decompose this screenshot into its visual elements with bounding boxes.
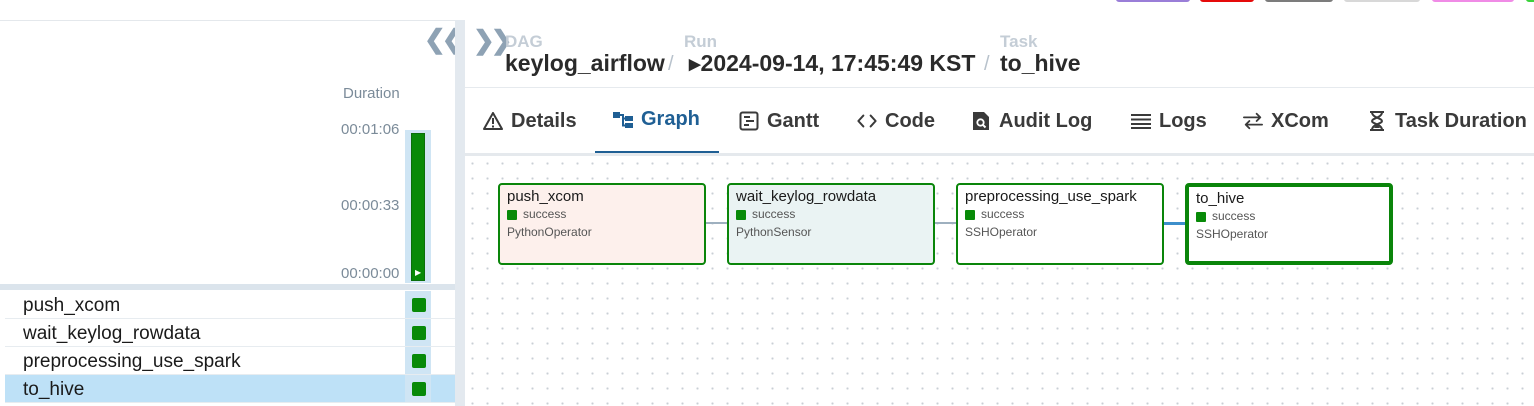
color-chip[interactable]	[1265, 0, 1333, 2]
tab-audit-log[interactable]: Audit Log	[971, 88, 1092, 154]
graph-edge	[706, 222, 728, 224]
task-instance-cell[interactable]	[412, 326, 426, 340]
hourglass-icon	[1367, 111, 1387, 131]
task-instance-cell[interactable]	[412, 382, 426, 396]
tab-label: Details	[511, 109, 577, 132]
panel-resize-handle[interactable]	[455, 20, 465, 406]
color-chip[interactable]	[1200, 0, 1254, 2]
graph-node[interactable]: push_xcom success PythonOperator	[498, 183, 706, 265]
graph-edge	[935, 222, 957, 224]
details-panel: ❯❯ DAG keylog_airflow / Run ▶2024-09-14,…	[465, 20, 1534, 406]
node-operator: PythonSensor	[736, 225, 812, 239]
tab-label: Audit Log	[999, 109, 1093, 132]
task-instance-cell[interactable]	[412, 298, 426, 312]
task-name: wait_keylog_rowdata	[23, 323, 201, 344]
node-title: wait_keylog_rowdata	[736, 188, 877, 205]
duration-tick: 00:00:00	[341, 265, 400, 282]
breadcrumb-task[interactable]: to_hive	[1000, 50, 1081, 76]
node-state: success	[523, 207, 567, 221]
task-row[interactable]: preprocessing_use_spark	[5, 347, 455, 375]
xcom-icon	[1243, 111, 1263, 131]
header-divider	[465, 87, 1534, 88]
node-state: success	[981, 207, 1025, 221]
tab-label: XCom	[1271, 109, 1329, 132]
graph-node[interactable]: preprocessing_use_spark success SSHOpera…	[956, 183, 1164, 265]
graph-edge-highlighted	[1164, 222, 1186, 225]
duration-bar[interactable]	[411, 133, 425, 281]
breadcrumb-separator: /	[984, 53, 990, 75]
play-icon: ▶	[689, 56, 701, 73]
tab-task-duration[interactable]: Task Duration	[1367, 88, 1527, 154]
gantt-icon	[739, 111, 759, 131]
duration-tick: 00:00:33	[341, 197, 400, 214]
tab-label: Task Duration	[1395, 109, 1527, 132]
color-chip[interactable]	[1526, 0, 1534, 2]
top-strip	[0, 0, 1534, 20]
task-name: to_hive	[23, 379, 85, 400]
task-instance-cell[interactable]	[412, 354, 426, 368]
graph-node-selected[interactable]: to_hive success SSHOperator	[1185, 183, 1393, 265]
tab-details[interactable]: Details	[483, 88, 577, 154]
code-icon	[857, 111, 877, 131]
tab-label: Logs	[1159, 109, 1207, 132]
node-state: success	[752, 207, 796, 221]
state-indicator	[507, 210, 517, 220]
node-title: to_hive	[1196, 190, 1245, 207]
breadcrumb-run-label: Run	[684, 32, 718, 51]
tab-logs[interactable]: Logs	[1131, 88, 1207, 154]
tab-label: Gantt	[767, 109, 820, 132]
task-row[interactable]: wait_keylog_rowdata	[5, 319, 455, 347]
node-operator: SSHOperator	[965, 225, 1038, 239]
breadcrumb-dag-label: DAG	[505, 32, 543, 51]
graph-canvas[interactable]: push_xcom success PythonOperator wait_ke…	[465, 156, 1534, 406]
logs-icon	[1131, 111, 1151, 131]
color-chip[interactable]	[1344, 0, 1420, 2]
node-title: push_xcom	[507, 188, 584, 205]
breadcrumb-run[interactable]: ▶2024-09-14, 17:45:49 KST	[689, 50, 975, 77]
task-row-selected[interactable]: to_hive	[5, 375, 455, 403]
task-name: preprocessing_use_spark	[23, 351, 241, 372]
tab-xcom[interactable]: XCom	[1243, 88, 1329, 154]
color-chip[interactable]	[1116, 0, 1190, 2]
state-indicator	[1196, 212, 1206, 222]
node-operator: SSHOperator	[1196, 227, 1269, 241]
grid-panel: ❮❮ Duration 00:01:06 00:00:33 00:00:00 ▶…	[0, 20, 464, 406]
tab-code[interactable]: Code	[857, 88, 935, 154]
state-indicator	[965, 210, 975, 220]
audit-log-icon	[971, 111, 991, 131]
task-row[interactable]: push_xcom	[5, 291, 455, 319]
tab-bar: Details Graph Gantt Code Audit Log	[465, 88, 1534, 154]
play-icon: ▶	[415, 268, 422, 277]
breadcrumb-dag[interactable]: keylog_airflow	[505, 50, 665, 76]
breadcrumb-separator: /	[668, 53, 674, 75]
graph-node[interactable]: wait_keylog_rowdata success PythonSensor	[727, 183, 935, 265]
color-chip[interactable]	[1432, 0, 1514, 2]
tab-label: Graph	[641, 108, 700, 130]
tab-label: Code	[885, 109, 935, 132]
tab-gantt[interactable]: Gantt	[739, 88, 819, 154]
grid-divider	[0, 284, 455, 290]
breadcrumb-run-value: 2024-09-14, 17:45:49 KST	[700, 50, 976, 76]
task-name: push_xcom	[23, 295, 121, 316]
duration-tick: 00:01:06	[341, 121, 400, 138]
node-operator: PythonOperator	[507, 225, 592, 239]
chevrons-right-icon[interactable]: ❯❯	[473, 25, 513, 55]
node-state: success	[1212, 209, 1256, 223]
tab-graph[interactable]: Graph	[595, 88, 719, 154]
tab-divider	[465, 153, 1534, 156]
graph-icon	[613, 110, 633, 130]
breadcrumb-task-label: Task	[1000, 32, 1038, 51]
node-title: preprocessing_use_spark	[965, 188, 1137, 205]
state-indicator	[736, 210, 746, 220]
warning-triangle-icon	[483, 111, 503, 131]
duration-label: Duration	[343, 85, 400, 102]
